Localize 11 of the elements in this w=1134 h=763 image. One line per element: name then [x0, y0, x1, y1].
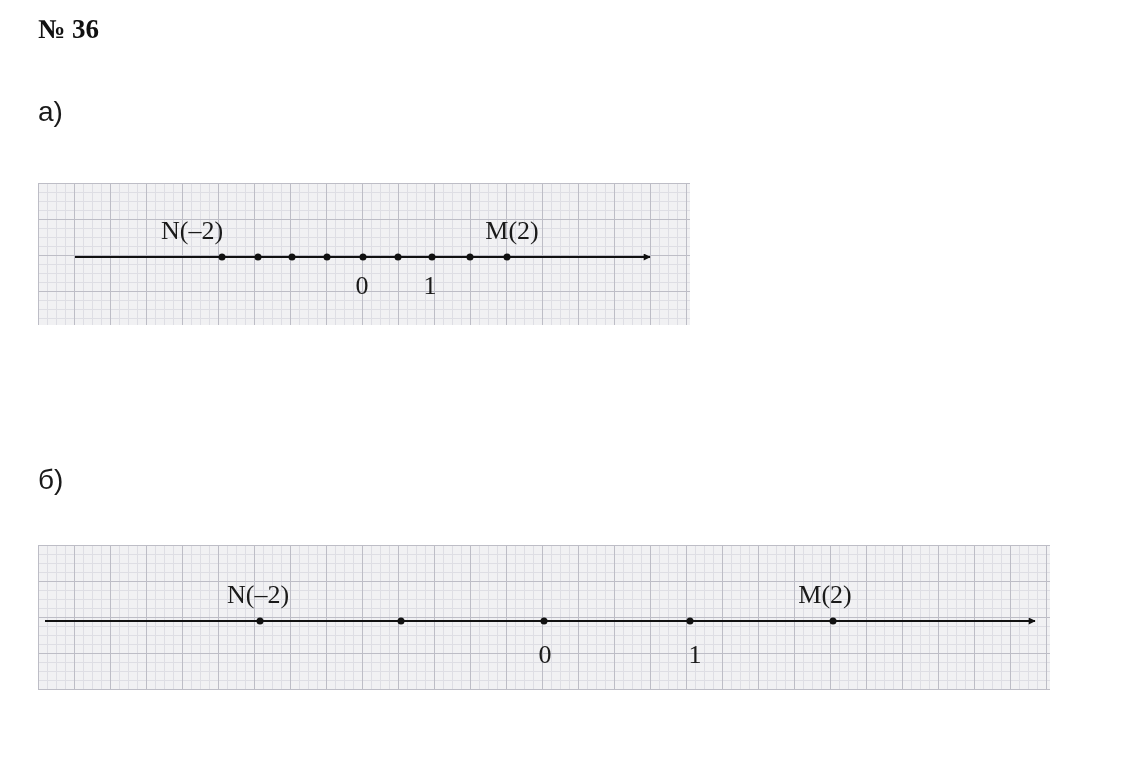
part-label: б) [38, 466, 64, 494]
tick-label: 0 [355, 273, 369, 299]
tick-label: 1 [688, 642, 702, 668]
tick-label: 0 [538, 642, 552, 668]
point-label: M(2) [485, 218, 539, 244]
point-label: N(–2) [160, 218, 224, 244]
exercise-number: № 36 [38, 14, 99, 45]
tick-label: 1 [423, 273, 437, 299]
part-label: а) [38, 98, 63, 126]
point-label: N(–2) [226, 582, 290, 608]
point-label: M(2) [798, 582, 852, 608]
